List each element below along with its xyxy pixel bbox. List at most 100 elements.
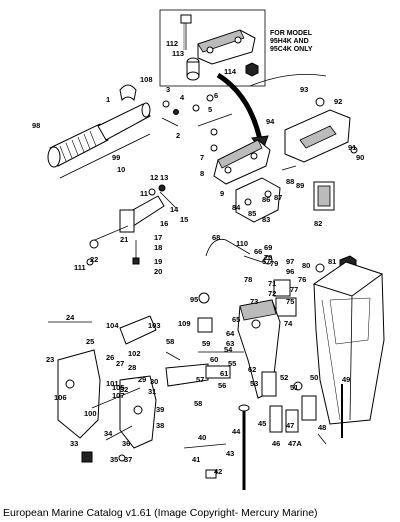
callout-13: 13 xyxy=(160,173,168,182)
callout-54: 54 xyxy=(224,345,233,354)
callout-72: 71 xyxy=(268,279,276,288)
callout-115: 114 xyxy=(224,67,237,76)
callout-77: 76 xyxy=(298,275,306,284)
callout-59: 58 xyxy=(166,337,174,346)
callout-44: 44 xyxy=(232,427,241,436)
callout-39: 39 xyxy=(156,405,164,414)
callout-6: 6 xyxy=(214,91,218,100)
callout-71: 70 xyxy=(264,253,272,262)
callout-53: 53 xyxy=(250,379,258,388)
callout-50: 50 xyxy=(310,373,318,382)
callout-19: 19 xyxy=(154,257,162,266)
callout-20: 20 xyxy=(154,267,162,276)
callout-49: 49 xyxy=(342,375,350,384)
vertical-shafts xyxy=(238,381,343,490)
swivel-bracket-upper xyxy=(197,113,271,185)
callout-14: 14 xyxy=(170,205,179,214)
callout-57: 57 xyxy=(196,375,204,384)
callout-48: 48 xyxy=(318,423,326,432)
callout-113: 112 xyxy=(166,39,178,48)
callout-7: 7 xyxy=(200,153,204,162)
inset-bracket xyxy=(197,29,256,65)
shift-lever-assembly xyxy=(197,299,281,399)
callout-17: 17 xyxy=(154,233,162,242)
callout-23: 23 xyxy=(46,355,54,364)
callout-21: 21 xyxy=(120,235,128,244)
callout-5: 5 xyxy=(208,105,212,114)
callout-26: 26 xyxy=(106,353,114,362)
inset-note-line1: FOR MODEL xyxy=(270,30,313,37)
callout-43: 43 xyxy=(226,449,234,458)
callout-3: 3 xyxy=(166,85,170,94)
callout-94: 93 xyxy=(300,85,308,94)
callout-10: 10 xyxy=(117,165,125,174)
callout-55: 55 xyxy=(228,359,236,368)
callout-60: 59 xyxy=(202,339,210,348)
callout-31: 31 xyxy=(148,387,156,396)
callout-103: 102 xyxy=(128,349,141,358)
callout-88: 87 xyxy=(274,193,282,202)
callout-46: 46 xyxy=(272,439,280,448)
callout-69: 68 xyxy=(212,233,220,242)
callout-22: 22 xyxy=(90,255,98,264)
callout-90: 89 xyxy=(296,181,304,190)
callout-109: 108 xyxy=(140,75,153,84)
parts-exploded-diagram: FOR MODEL 95H4K AND 95C4K ONLY xyxy=(32,9,385,490)
callout-52: 52 xyxy=(280,373,288,382)
callout-47A: 47A xyxy=(288,439,302,448)
callout-73: 72 xyxy=(268,289,276,298)
inset-frame xyxy=(159,9,266,87)
callout-89: 88 xyxy=(286,177,294,186)
callout-99: 98 xyxy=(32,121,40,130)
callout-106: 105 xyxy=(112,383,125,392)
steering-arm-group xyxy=(86,184,177,266)
callout-66: 65 xyxy=(232,315,240,324)
callout-76: 75 xyxy=(286,297,294,306)
model-inset: FOR MODEL 95H4K AND 95C4K ONLY xyxy=(159,9,313,87)
callout-65: 64 xyxy=(226,329,235,338)
callout-18: 18 xyxy=(154,243,162,252)
inset-bolt xyxy=(180,14,192,50)
callout-12: 12 xyxy=(150,173,158,182)
callout-42: 42 xyxy=(214,467,222,476)
callout-11: 11 xyxy=(140,189,148,198)
callout-28: 28 xyxy=(128,363,136,372)
callout-41: 41 xyxy=(192,455,200,464)
callout-111: 110 xyxy=(236,239,248,248)
callout-36: 36 xyxy=(122,439,130,448)
callout-96: 95 xyxy=(190,295,198,304)
callout-56: 56 xyxy=(218,381,226,390)
callout-4: 4 xyxy=(180,93,185,102)
inset-nut xyxy=(245,62,259,77)
callout-97: 96 xyxy=(286,267,294,276)
small-bracket-mid xyxy=(235,146,358,223)
callout-107: 106 xyxy=(54,393,67,402)
callout-83: 82 xyxy=(314,219,322,228)
callout-92: 91 xyxy=(348,143,356,152)
callout-86: 85 xyxy=(248,209,256,218)
callout-108: 107 xyxy=(112,391,125,400)
tiller-fasteners xyxy=(161,94,214,127)
callout-58: 58 xyxy=(194,399,202,408)
callout-70: 69 xyxy=(264,243,272,252)
callout-87: 86 xyxy=(262,195,270,204)
callout-82: 81 xyxy=(328,257,336,266)
callout-101: 100 xyxy=(84,409,97,418)
callout-91: 90 xyxy=(356,153,364,162)
reference-arrow xyxy=(216,72,269,154)
callout-30: 30 xyxy=(150,377,158,386)
callout-84: 83 xyxy=(262,215,270,224)
image-caption: European Marine Catalog v1.61 (Image Cop… xyxy=(3,507,318,519)
throttle-rod xyxy=(59,133,151,179)
callout-68: 67 xyxy=(262,257,270,266)
callout-2: 2 xyxy=(176,131,180,140)
callout-45: 45 xyxy=(258,419,266,428)
callout-40: 40 xyxy=(198,433,206,442)
tiller-handle-group xyxy=(47,84,214,179)
callout-38: 38 xyxy=(156,421,164,430)
callout-62: 61 xyxy=(220,369,228,378)
tiller-tube xyxy=(97,103,151,141)
link-rod-94 xyxy=(249,74,327,87)
callout-104: 103 xyxy=(148,321,161,330)
callout-81: 80 xyxy=(302,261,310,270)
